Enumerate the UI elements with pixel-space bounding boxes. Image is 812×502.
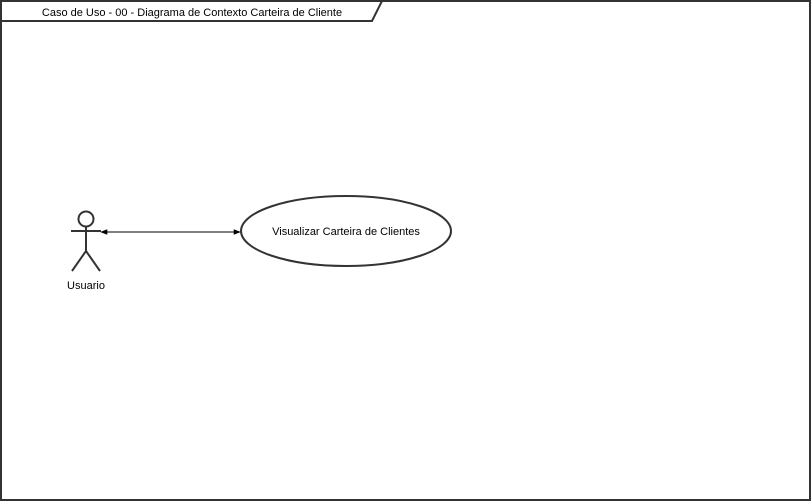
actor-right-leg [85, 250, 101, 272]
use-case-ellipse [240, 195, 452, 267]
actor-usuario[interactable]: Usuario [67, 210, 105, 293]
use-case-visualizar-carteira[interactable]: Visualizar Carteira de Clientes [240, 195, 452, 267]
frame-title: Caso de Uso - 00 - Diagrama de Contexto … [42, 7, 342, 19]
frame-title-tab [1, 0, 383, 22]
actor-label: Usuario [67, 280, 105, 292]
actor-head [77, 210, 95, 228]
use-case-label: Visualizar Carteira de Clientes [272, 226, 420, 238]
actor-left-leg [71, 250, 87, 272]
